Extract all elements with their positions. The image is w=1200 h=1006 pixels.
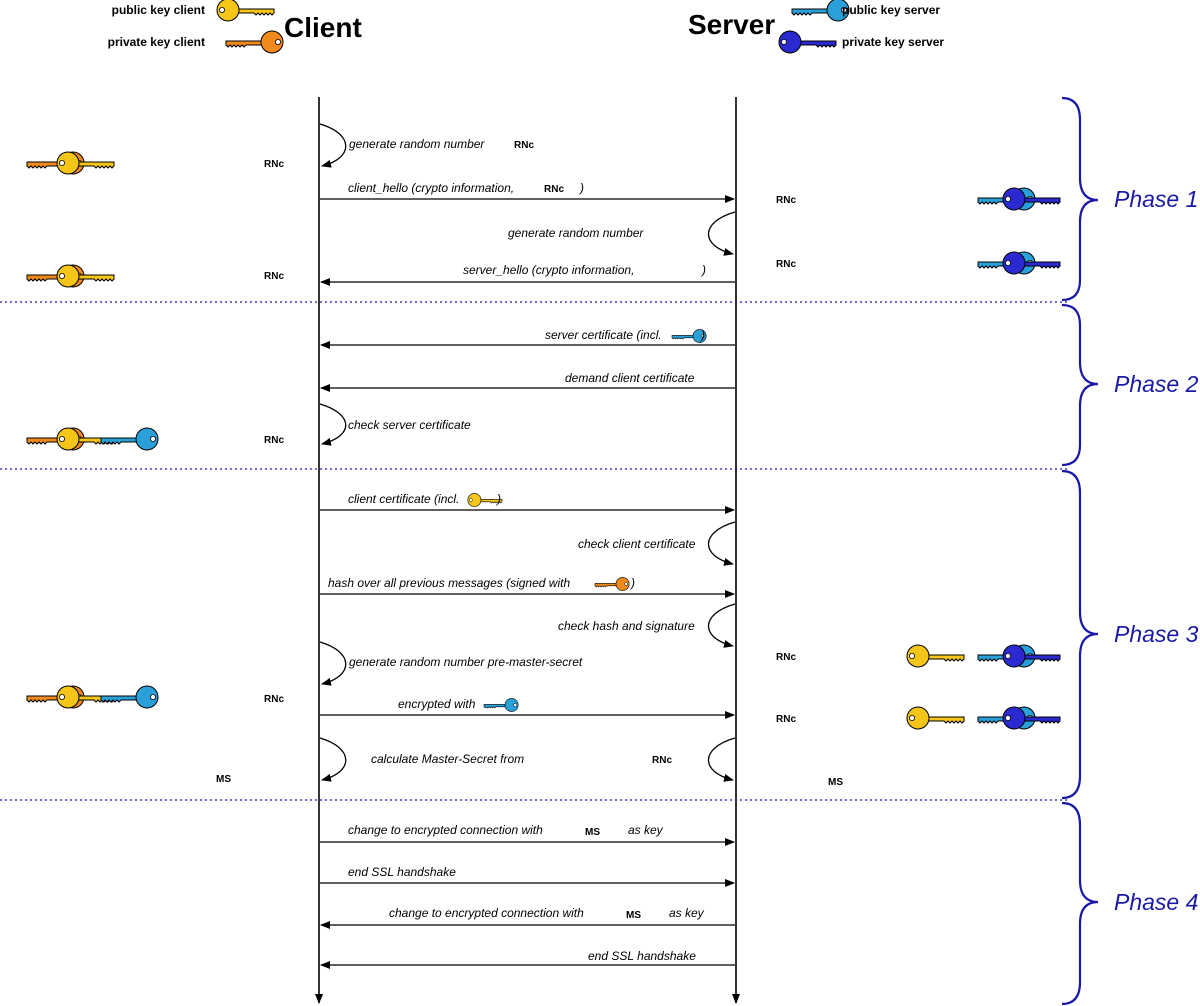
msg-check-server-certificate: check server certificate [348, 418, 471, 432]
msg-hash-messages-close: ) [629, 576, 635, 590]
token-rnc: RNc [514, 140, 534, 151]
msg-end-ssl-client: end SSL handshake [348, 865, 456, 879]
msg-as-key-client: as key [628, 823, 664, 837]
server-keys-row-4 [906, 706, 1061, 730]
msg-generate-random-client: generate random number [349, 137, 485, 151]
legend-private-key-server: private key server [842, 35, 944, 49]
token-rnc-server: RNc [776, 714, 796, 725]
phase-3-label: Phase 3 [1114, 621, 1199, 647]
key-icon-public-client [216, 0, 275, 22]
phase-1-label: Phase 1 [1114, 186, 1198, 212]
client-keys-row-3 [26, 427, 159, 451]
self-loop-server [707, 737, 736, 782]
msg-check-client-certificate: check client certificate [578, 537, 696, 551]
server-keys-row-1 [977, 187, 1061, 211]
phase-2-brace [1061, 303, 1099, 467]
msg-server-certificate-close: ) [699, 328, 705, 342]
msg-hash-messages: hash over all previous messages (signed … [328, 576, 570, 590]
phase-4-label: Phase 4 [1114, 889, 1198, 915]
legend-public-key-server: public key server [842, 3, 940, 17]
self-loop-client [319, 403, 347, 446]
token-rnc-client: RNc [264, 694, 284, 705]
msg-end-ssl-server: end SSL handshake [588, 949, 696, 963]
token-ms: MS [585, 827, 600, 838]
server-keys-row-3 [906, 644, 1061, 668]
key-icon-private-server [778, 30, 837, 54]
msg-encrypted-with: encrypted with [398, 697, 476, 711]
self-loop-server [707, 603, 736, 648]
server-keys-row-2 [977, 251, 1061, 275]
self-loop-server [707, 521, 736, 566]
token-rnc-server: RNc [776, 259, 796, 270]
token-rnc-client: RNc [264, 435, 284, 446]
self-loop-client [319, 641, 347, 686]
phase-2-label: Phase 2 [1114, 371, 1199, 397]
token-ms-server: MS [828, 777, 843, 788]
msg-generate-random-server: generate random number [508, 226, 644, 240]
token-rnc: RNc [544, 184, 564, 195]
msg-as-key-server: as key [669, 906, 705, 920]
token-rnc-server: RNc [776, 652, 796, 663]
msg-change-encrypted-client: change to encrypted connection with [348, 823, 543, 837]
msg-client-hello: client_hello (crypto information, [348, 181, 514, 195]
key-icon-private-client [225, 30, 284, 54]
msg-server-hello-close: ) [700, 263, 706, 277]
token-rnc-client: RNc [264, 271, 284, 282]
self-loop-client [319, 737, 347, 782]
msg-server-certificate: server certificate (incl. [545, 328, 662, 342]
msg-generate-pre-master-secret: generate random number pre-master-secret [349, 655, 583, 669]
self-loop-client [319, 123, 347, 168]
msg-check-hash-signature: check hash and signature [558, 619, 695, 633]
key-icon-public-server [791, 0, 850, 22]
msg-calculate-master-secret: calculate Master-Secret from [371, 752, 524, 766]
legend-private-key-client: private key client [108, 35, 205, 49]
msg-demand-client-certificate: demand client certificate [565, 371, 695, 385]
token-rnc-server: RNc [776, 195, 796, 206]
msg-client-hello-close: ) [578, 181, 584, 195]
server-title: Server [688, 9, 775, 40]
token-ms: MS [626, 910, 641, 921]
client-title: Client [284, 12, 362, 43]
phase-1-brace [1061, 96, 1099, 302]
self-loop-server [707, 211, 736, 256]
msg-server-hello: server_hello (crypto information, [463, 263, 634, 277]
client-keys-row-1 [26, 151, 115, 175]
token-rnc-client: RNc [264, 159, 284, 170]
token-ms-client: MS [216, 774, 231, 785]
client-keys-row-2 [26, 264, 115, 288]
key-icon-private-client-small [594, 577, 630, 591]
key-icon-public-server-small [483, 698, 519, 712]
token-rnc: RNc [652, 755, 672, 766]
msg-change-encrypted-server: change to encrypted connection with [389, 906, 584, 920]
client-keys-row-4 [26, 685, 159, 709]
phase-3-brace [1061, 469, 1099, 800]
msg-client-certificate: client certificate (incl. [348, 492, 459, 506]
phase-4-brace [1061, 801, 1099, 1006]
legend-public-key-client: public key client [112, 3, 205, 17]
msg-client-certificate-close: ) [495, 492, 501, 506]
